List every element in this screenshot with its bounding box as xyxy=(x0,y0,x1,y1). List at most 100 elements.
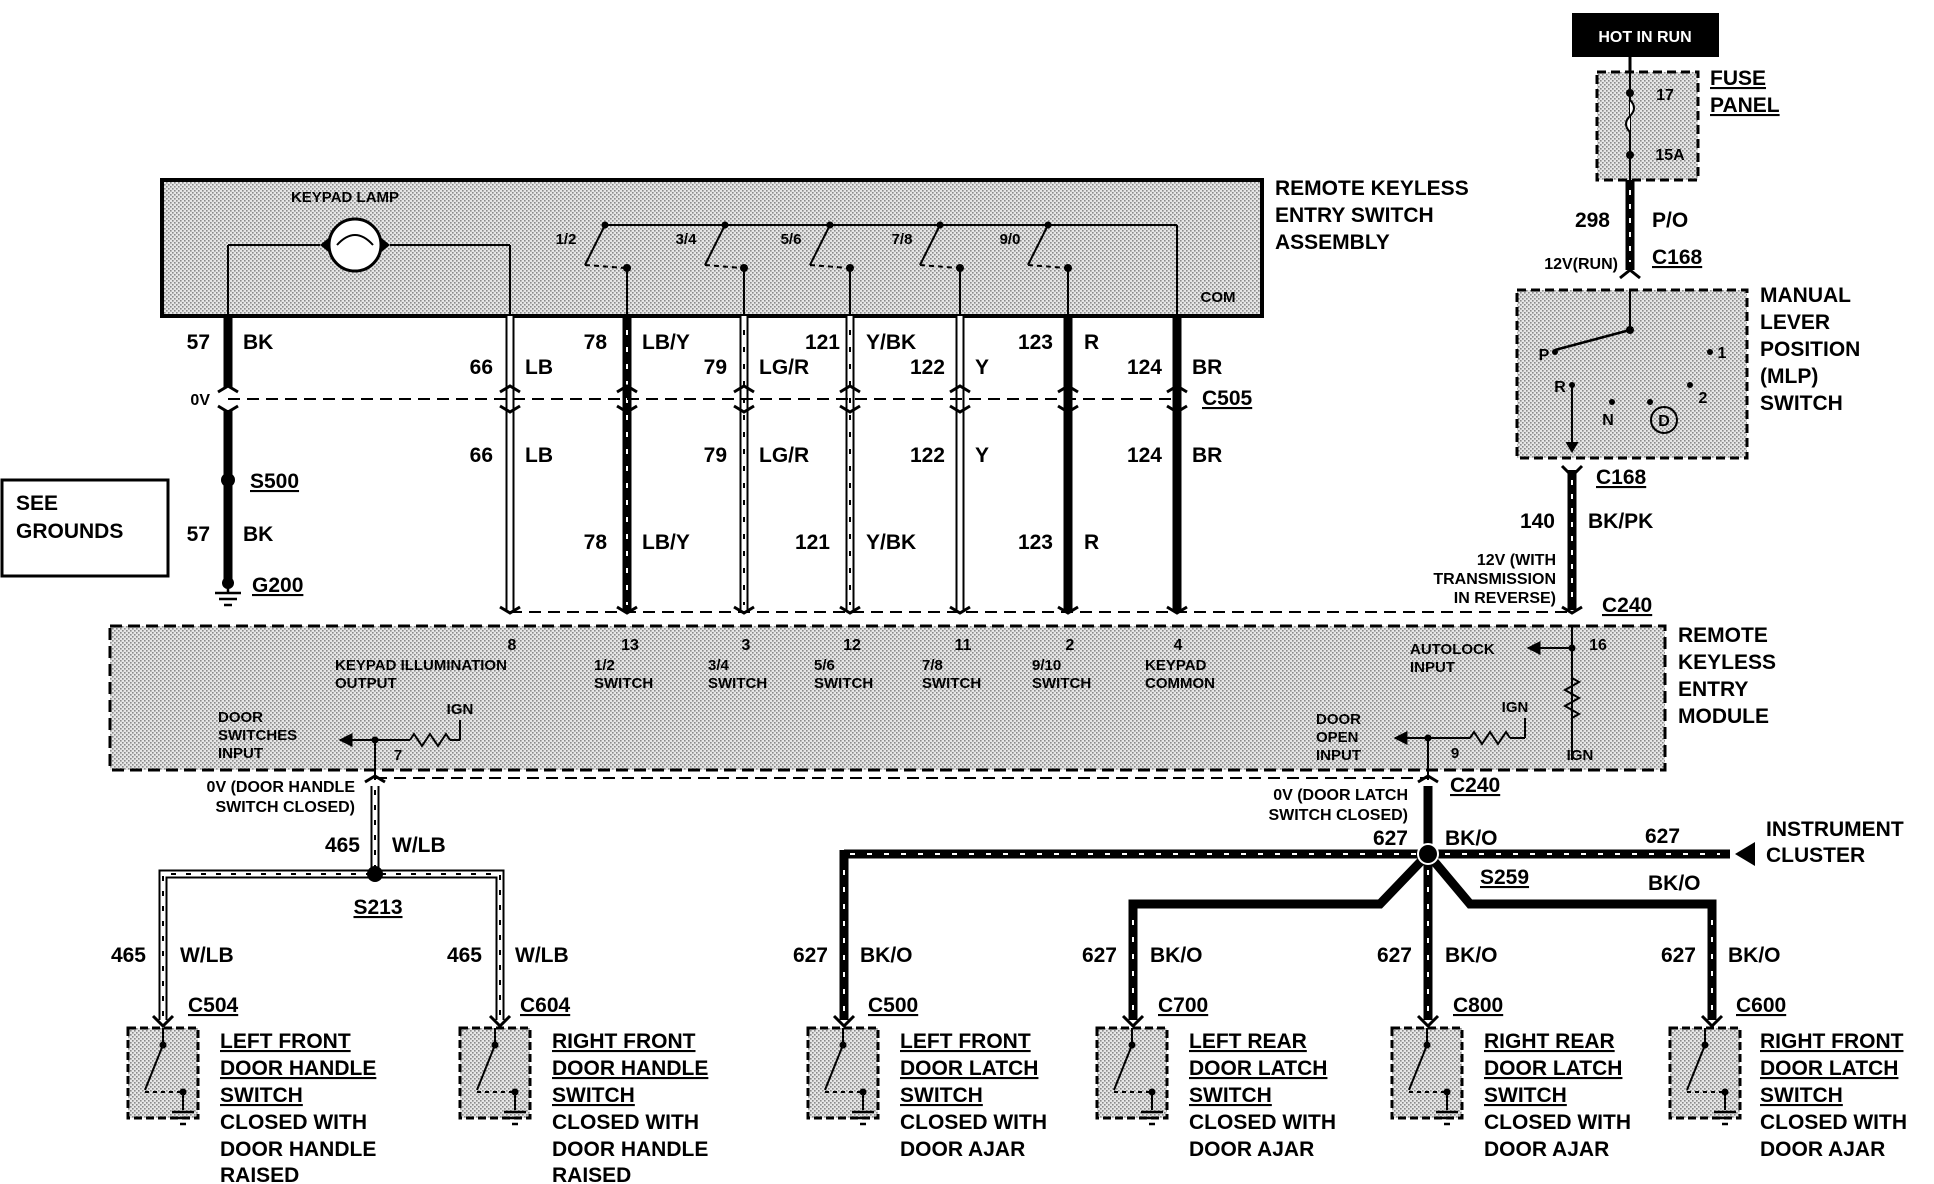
label-module-switch: SWITCH xyxy=(1032,675,1091,692)
label-wires_top-ybk: Y/BK xyxy=(866,531,916,554)
label-module-illum2: OUTPUT xyxy=(335,675,397,692)
label-mlp-l2: LEVER xyxy=(1760,311,1830,334)
left-rear-door-latch-switch: 627 BK/O C700 LEFT REAR DOOR LATCH SWITC… xyxy=(1082,944,1336,1161)
label-module-ign: IGN xyxy=(1567,747,1594,764)
label-switches-4-n3: SWITCH xyxy=(1484,1084,1567,1107)
label-module-do2: OPEN xyxy=(1316,729,1359,746)
label-module-ign: IGN xyxy=(447,701,474,718)
label-mlp-l3: POSITION xyxy=(1760,338,1860,361)
label-switches-0-circuit: 465 xyxy=(111,944,146,967)
label-switch_assy-s1: 1/2 xyxy=(556,231,577,248)
fuse-icon xyxy=(1625,99,1635,133)
label-switch_assy-l3: ASSEMBLY xyxy=(1275,231,1390,254)
label-module-p4: 4 xyxy=(1174,637,1183,654)
label-module-l4: MODULE xyxy=(1678,705,1769,728)
label-wires_top-w78: 78 xyxy=(584,331,608,354)
label-left_bus-note1: 0V (DOOR HANDLE xyxy=(207,779,356,796)
label-mlp-l1: MANUAL xyxy=(1760,284,1851,307)
fuse-panel-label-1: FUSE xyxy=(1710,67,1766,90)
label-feed-voltage: 12V(RUN) xyxy=(1544,256,1618,273)
label-right_bus-color: BK/O xyxy=(1648,872,1701,895)
label-switches-4-c1: CLOSED WITH xyxy=(1484,1111,1631,1134)
label-switches-1-c3: RAISED xyxy=(552,1164,631,1184)
label-switches-0-c3: RAISED xyxy=(220,1164,299,1184)
label-module-ds2: SWITCHES xyxy=(218,727,297,744)
label-wires_top-w79: 79 xyxy=(704,356,727,379)
label-switches-3-n3: SWITCH xyxy=(1189,1084,1272,1107)
label-switches-1-c2: DOOR HANDLE xyxy=(552,1138,708,1161)
label-module-switch: SWITCH xyxy=(594,675,653,692)
label-right_bus-ic1: INSTRUMENT xyxy=(1766,818,1904,841)
label-module-switch: SWITCH xyxy=(708,675,767,692)
label-left_bus-color: W/LB xyxy=(392,834,446,857)
label-module-p2: 2 xyxy=(1066,637,1075,654)
label-switches-0-color: W/LB xyxy=(180,944,234,967)
label-mlp-n: N xyxy=(1602,412,1614,429)
label-feed-circuit: 298 xyxy=(1575,209,1610,232)
label-switches-3-conn: C700 xyxy=(1158,994,1208,1017)
label-module-p12: 12 xyxy=(843,637,861,654)
label-module-sw34a: 3/4 xyxy=(708,657,730,674)
remote-keyless-switch-assembly: KEYPAD LAMP COM 1/2 3/4 5/6 xyxy=(160,178,1264,318)
label-mlp_out-note1: 12V (WITH xyxy=(1477,552,1556,569)
label-module-p3: 3 xyxy=(742,637,751,654)
keypad-switch-5-6: 5/6 xyxy=(781,224,854,316)
label-switch_assy-s3: 5/6 xyxy=(781,231,802,248)
label-mlp-l4: (MLP) xyxy=(1760,365,1818,388)
right-rear-door-latch-switch: 627 BK/O C800 RIGHT REAR DOOR LATCH SWIT… xyxy=(1377,944,1631,1161)
label-mlp_out-connector: C168 xyxy=(1596,466,1647,489)
label-switches-5-c2: DOOR AJAR xyxy=(1760,1138,1885,1161)
label-wires_top-br: BR xyxy=(1192,356,1222,379)
label-right_bus-circuit: 627 xyxy=(1645,825,1680,848)
label-wires_top-lb: LB xyxy=(525,444,553,467)
label-wires_top-lby: LB/Y xyxy=(642,331,690,354)
wire-627-bko-branches xyxy=(1128,850,1717,1020)
label-wires_top-w121: 121 xyxy=(805,331,840,354)
splice-s259 xyxy=(1417,843,1439,865)
label-right_bus-connector: C240 xyxy=(1450,774,1500,797)
label-wires_top-w79: 79 xyxy=(704,444,727,467)
label-switches-1-circuit: 465 xyxy=(447,944,482,967)
label-module-al2: INPUT xyxy=(1410,659,1455,676)
label-switches-4-circuit: 627 xyxy=(1377,944,1412,967)
instrument-cluster-arrow xyxy=(1735,842,1755,866)
splice-s213 xyxy=(367,866,383,882)
label-switches-4-conn: C800 xyxy=(1453,994,1503,1017)
label-switches-5-n2: DOOR LATCH xyxy=(1760,1057,1898,1080)
label-wires_top-c505: C505 xyxy=(1202,387,1253,410)
label-switch_assy-lamp: KEYPAD LAMP xyxy=(291,189,399,206)
label-switch_assy-s4: 7/8 xyxy=(892,231,913,248)
label-wires_top-w122: 122 xyxy=(910,444,945,467)
label-switches-4-c2: DOOR AJAR xyxy=(1484,1138,1609,1161)
label-wires_top-br: BR xyxy=(1192,444,1222,467)
right-front-door-handle-switch: 465 W/LB C604 RIGHT FRONT DOOR HANDLE SW… xyxy=(447,944,708,1184)
label-fuse_panel-rating: 15A xyxy=(1655,147,1685,164)
ground-g200-icon xyxy=(215,583,241,607)
label-power-hot_in_run: HOT IN RUN xyxy=(1598,29,1691,46)
label-module-ds1: DOOR xyxy=(218,709,263,726)
label-wires_top-w66: 66 xyxy=(470,356,493,379)
label-wires_top-w124: 124 xyxy=(1127,356,1162,379)
label-module-l2: KEYLESS xyxy=(1678,651,1776,674)
label-switches-2-n2: DOOR LATCH xyxy=(900,1057,1038,1080)
label-module-l3: ENTRY xyxy=(1678,678,1748,701)
label-wires_top-bk: BK xyxy=(243,331,273,354)
label-module-al1: AUTOLOCK xyxy=(1410,641,1495,658)
label-wires_top-w57: 57 xyxy=(187,331,210,354)
label-wires_top-y: Y xyxy=(975,356,989,379)
label-switch_assy-s2: 3/4 xyxy=(676,231,698,248)
label-mlp-d: D xyxy=(1658,413,1670,430)
label-switches-4-color: BK/O xyxy=(1445,944,1498,967)
label-grounds-s500: S500 xyxy=(250,470,299,493)
label-feed-connector: C168 xyxy=(1652,246,1703,269)
label-module-sw78a: 7/8 xyxy=(922,657,943,674)
label-switches-1-conn: C604 xyxy=(520,994,571,1017)
label-switches-1-n2: DOOR HANDLE xyxy=(552,1057,708,1080)
label-right_bus-splice: S259 xyxy=(1480,866,1529,889)
label-module-sw910a: 9/10 xyxy=(1032,657,1061,674)
label-switches-0-c1: CLOSED WITH xyxy=(220,1111,367,1134)
label-wires_top-lgr: LG/R xyxy=(759,444,809,467)
label-switches-0-n3: SWITCH xyxy=(220,1084,303,1107)
label-right_bus-note2: SWITCH CLOSED) xyxy=(1268,807,1408,824)
